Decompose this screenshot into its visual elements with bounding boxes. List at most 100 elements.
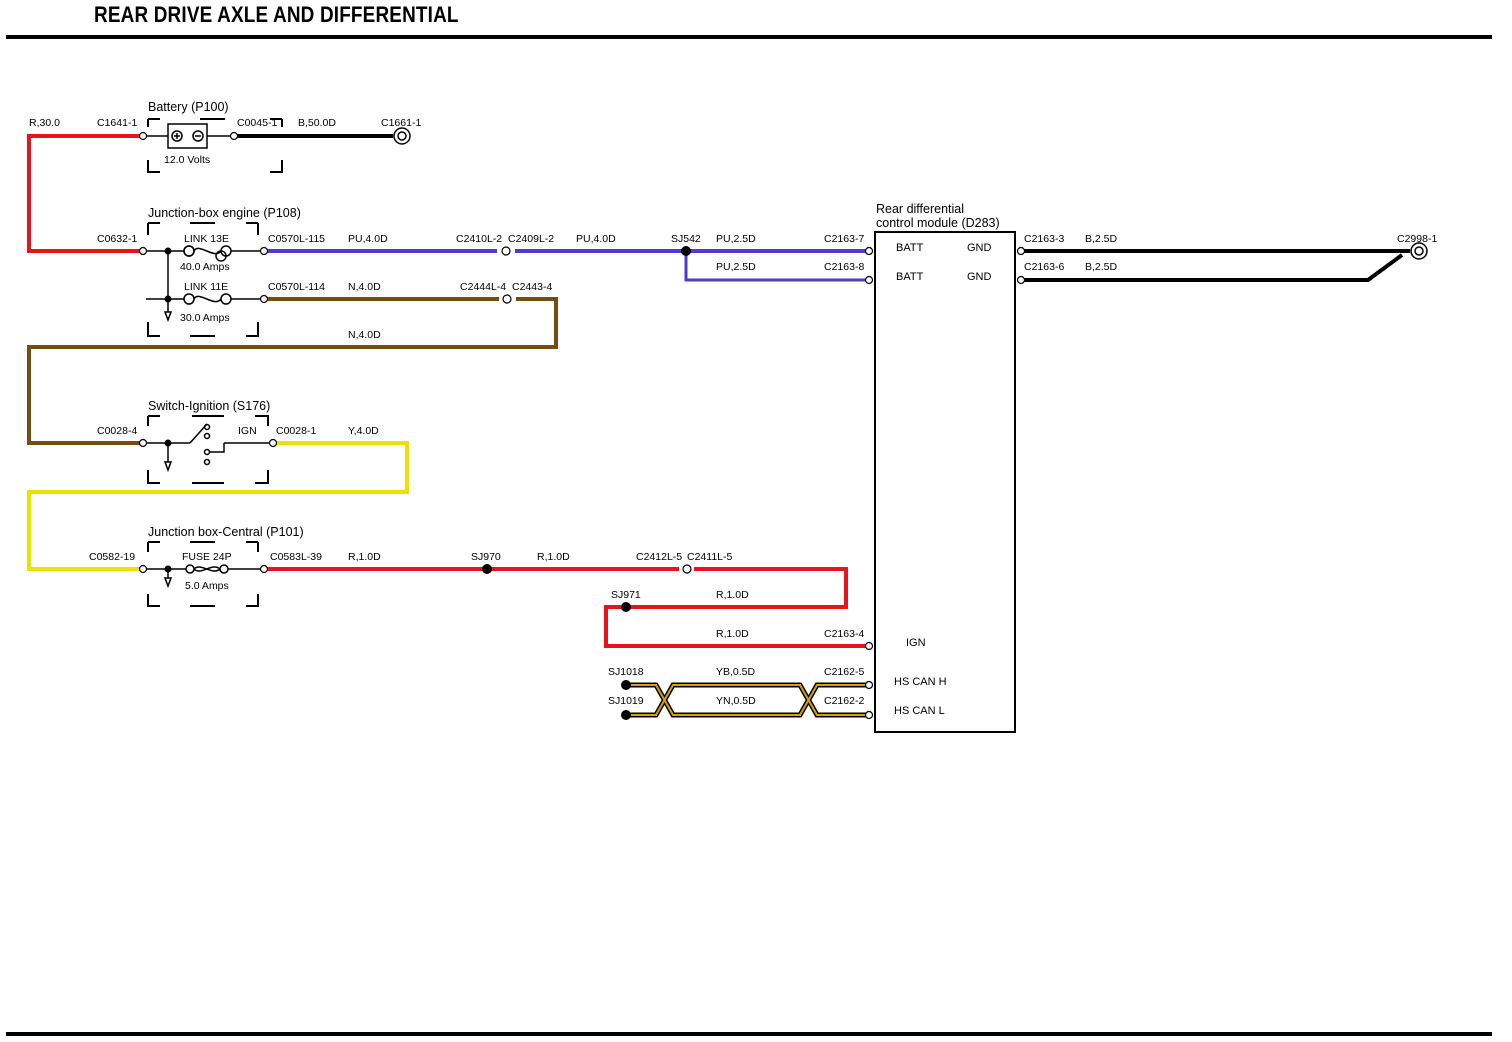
link-11e-label: LINK 11E bbox=[184, 281, 228, 293]
conn-c1661-1: C1661-1 bbox=[381, 117, 421, 129]
twisted-pair-can bbox=[626, 682, 868, 718]
battery-name: Battery (P100) bbox=[148, 100, 229, 114]
pin-can-h: HS CAN H bbox=[894, 676, 947, 688]
ignition-box bbox=[147, 415, 269, 484]
conn-c2163-7: C2163-7 bbox=[824, 233, 864, 245]
wire-label-b-2-5d-a: B,2.5D bbox=[1085, 233, 1118, 245]
wire-purple-branch bbox=[684, 251, 868, 282]
pin-gnd-1: GND bbox=[967, 242, 992, 254]
link-11e-symbol bbox=[193, 295, 222, 303]
conn-c2163-8: C2163-8 bbox=[824, 261, 864, 273]
module-name-line2: control module (D283) bbox=[876, 216, 1000, 230]
wire-label-y-4-0d: Y,4.0D bbox=[348, 425, 379, 437]
splice-sj542-dot bbox=[681, 246, 691, 256]
wire-label-r-1-0d-c: R,1.0D bbox=[716, 589, 749, 601]
junction-dots bbox=[164, 246, 691, 720]
splice-sj971-dot bbox=[621, 602, 631, 612]
wire-label-b-2-5d-b: B,2.5D bbox=[1085, 261, 1118, 273]
wire-label-b-50-0d: B,50.0D bbox=[298, 117, 336, 129]
fuse-24p-rating: 5.0 Amps bbox=[185, 580, 229, 592]
wire-label-r-1-0d-a: R,1.0D bbox=[348, 551, 381, 563]
wire-label-r-1-0d-d: R,1.0D bbox=[716, 628, 749, 640]
pin-terminals bbox=[138, 131, 1026, 720]
conn-c0045-1: C0045-1 bbox=[237, 117, 277, 129]
wire-label-yb-0-5d: YB,0.5D bbox=[716, 666, 756, 678]
wire-black-gnd-2 bbox=[1022, 253, 1404, 282]
splice-sj970-dot bbox=[482, 564, 492, 574]
conn-c2411l-5: C2411L-5 bbox=[687, 551, 732, 563]
splice-sj1018: SJ1018 bbox=[608, 666, 644, 678]
conn-c0570l-115: C0570L-115 bbox=[268, 233, 325, 245]
pin-batt-2: BATT bbox=[896, 271, 924, 283]
bottom-rule bbox=[6, 1032, 1492, 1036]
junction-central-name: Junction box-Central (P101) bbox=[148, 525, 304, 539]
conn-c2409l-2: C2409L-2 bbox=[508, 233, 554, 245]
pin-batt-1: BATT bbox=[896, 242, 924, 254]
wire-label-r-30-0: R,30.0 bbox=[29, 117, 60, 129]
ground-eyelets bbox=[393, 127, 1428, 260]
splice-sj971: SJ971 bbox=[611, 589, 641, 601]
wire-yellow bbox=[27, 441, 409, 571]
splice-sj1019: SJ1019 bbox=[608, 695, 644, 707]
pin-ign: IGN bbox=[906, 637, 926, 649]
wire-red-ign-2 bbox=[604, 567, 868, 648]
junction-engine-box bbox=[147, 222, 259, 337]
can-h-wire bbox=[626, 684, 868, 716]
conn-c0570l-114: C0570L-114 bbox=[268, 281, 325, 293]
wire-brown-2 bbox=[27, 297, 558, 445]
splice-sj1019-dot bbox=[621, 710, 631, 720]
conn-c0582-19: C0582-19 bbox=[89, 551, 135, 563]
link-13e-label: LINK 13E bbox=[184, 233, 229, 245]
top-rule bbox=[6, 35, 1492, 39]
conn-c2444l-4: C2444L-4 bbox=[460, 281, 506, 293]
ignition-internals bbox=[146, 423, 270, 473]
conn-c0583l-39: C0583L-39 bbox=[270, 551, 322, 563]
splice-sj542: SJ542 bbox=[671, 233, 701, 245]
wire-red-battery bbox=[27, 134, 142, 253]
conn-c2162-2: C2162-2 bbox=[824, 695, 864, 707]
battery-symbol bbox=[146, 123, 232, 149]
link-13e-symbol bbox=[183, 245, 227, 262]
wire-label-r-1-0d-b: R,1.0D bbox=[537, 551, 570, 563]
wire-label-n-4-0d-a: N,4.0D bbox=[348, 281, 381, 293]
battery-rating: 12.0 Volts bbox=[164, 154, 210, 166]
wire-label-yn-0-5d: YN,0.5D bbox=[716, 695, 756, 707]
wire-label-pu-2-5d-a: PU,2.5D bbox=[716, 233, 756, 245]
wire-label-n-4-0d-b: N,4.0D bbox=[348, 329, 381, 341]
conn-c1641-1: C1641-1 bbox=[97, 117, 137, 129]
link-11e-rating: 30.0 Amps bbox=[180, 312, 230, 324]
conn-c2410l-2: C2410L-2 bbox=[456, 233, 502, 245]
pin-can-l: HS CAN L bbox=[894, 705, 945, 717]
conn-c2998-1: C2998-1 bbox=[1397, 233, 1437, 245]
conn-c2163-3: C2163-3 bbox=[1024, 233, 1064, 245]
wire-label-pu-4-0d-b: PU,4.0D bbox=[576, 233, 616, 245]
ignition-pos: IGN bbox=[238, 425, 257, 437]
battery-box bbox=[147, 118, 283, 173]
fuse-24p-symbol bbox=[193, 566, 221, 572]
wire-label-pu-4-0d-a: PU,4.0D bbox=[348, 233, 388, 245]
conn-c2163-4: C2163-4 bbox=[824, 628, 864, 640]
splice-sj1018-dot bbox=[621, 680, 631, 690]
conn-c2443-4: C2443-4 bbox=[512, 281, 552, 293]
rear-differential-module bbox=[874, 231, 1016, 733]
conn-c2412l-5: C2412L-5 bbox=[636, 551, 682, 563]
conn-c0028-4: C0028-4 bbox=[97, 425, 137, 437]
conn-c0632-1: C0632-1 bbox=[97, 233, 137, 245]
wire-label-pu-2-5d-b: PU,2.5D bbox=[716, 261, 756, 273]
conn-c0028-1: C0028-1 bbox=[276, 425, 316, 437]
page-title: REAR DRIVE AXLE AND DIFFERENTIAL bbox=[94, 2, 459, 27]
wires bbox=[27, 134, 1410, 648]
junction-engine-name: Junction-box engine (P108) bbox=[148, 206, 301, 220]
pin-gnd-2: GND bbox=[967, 271, 992, 283]
fuse-24p-label: FUSE 24P bbox=[182, 551, 232, 563]
conn-c2162-5: C2162-5 bbox=[824, 666, 864, 678]
ignition-name: Switch-Ignition (S176) bbox=[148, 399, 270, 413]
link-13e-rating: 40.0 Amps bbox=[180, 261, 230, 273]
junction-central-box bbox=[147, 541, 259, 607]
can-l-wire bbox=[626, 684, 868, 716]
module-name-line1: Rear differential bbox=[876, 202, 964, 216]
conn-c2163-6: C2163-6 bbox=[1024, 261, 1064, 273]
splice-sj970: SJ970 bbox=[471, 551, 501, 563]
labels: Battery (P100) 12.0 Volts Junction-box e… bbox=[29, 100, 1437, 717]
